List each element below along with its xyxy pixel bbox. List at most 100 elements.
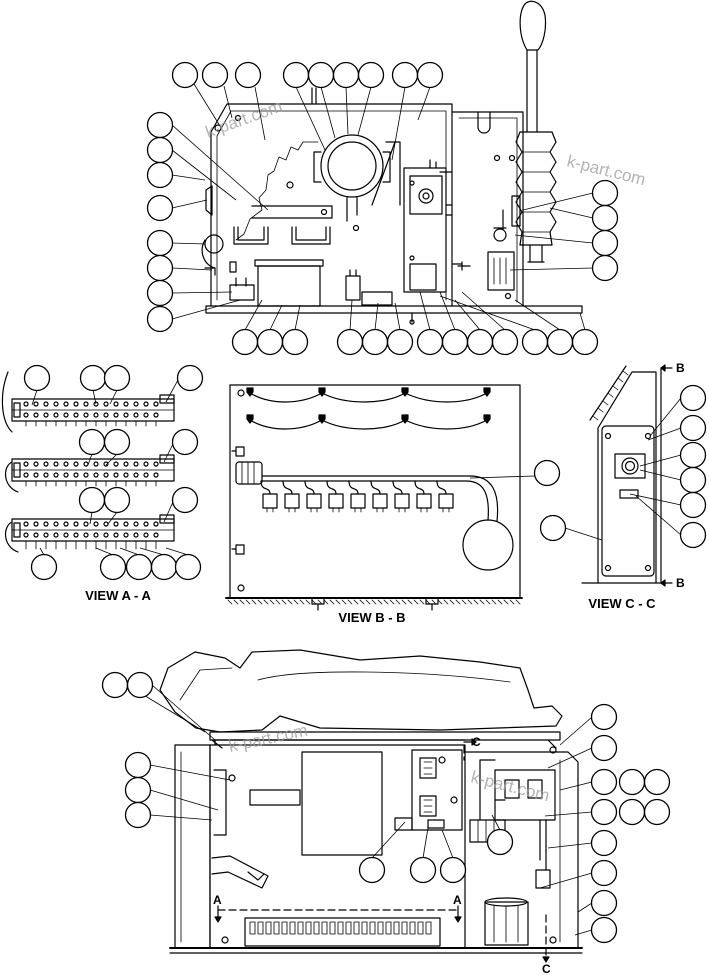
- bottom-assembly-drawing: [159, 649, 583, 963]
- callout-balloon: [124, 776, 152, 804]
- watermark-text: k-part.com: [203, 96, 285, 141]
- terminal-screw: [93, 472, 99, 478]
- callout-balloon: [171, 428, 199, 456]
- terminal-screw: [93, 401, 99, 407]
- callout-balloon: [491, 328, 519, 356]
- callout-balloon: [103, 364, 131, 392]
- terminal-screw: [43, 532, 49, 538]
- terminal-screw: [63, 472, 69, 478]
- callout-balloon: [281, 328, 309, 356]
- terminal-screw: [103, 472, 109, 478]
- terminal-screw: [93, 521, 99, 527]
- terminal-tooth: [377, 921, 384, 935]
- connector-pins: [332, 507, 340, 513]
- callout-balloon: [171, 486, 199, 514]
- callout-balloon: [146, 194, 174, 222]
- terminal-screw: [153, 521, 159, 527]
- terminal-screw: [53, 412, 59, 418]
- connector-wire: [282, 480, 293, 495]
- callout-balloon: [441, 328, 469, 356]
- callout-balloon: [231, 328, 259, 356]
- terminal-screw: [53, 521, 59, 527]
- terminal-dots: [23, 401, 159, 550]
- terminal-screw: [113, 401, 119, 407]
- callout-balloon: [23, 364, 51, 392]
- callout-balloon: [358, 856, 386, 884]
- view-a-drawing: [1, 371, 175, 553]
- terminal-strip: [11, 394, 175, 422]
- section-mark-a-right: A: [453, 893, 462, 907]
- callout-balloon: [439, 856, 467, 884]
- callout-balloon: [591, 229, 619, 257]
- panel-label-plate: [619, 489, 639, 499]
- right-cabinet: [451, 111, 524, 307]
- terminal-tooth: [281, 921, 288, 935]
- terminal-screw: [83, 532, 89, 538]
- view-a-label: VIEW A - A: [85, 588, 151, 603]
- connector-wire: [326, 480, 337, 495]
- callout-balloon: [357, 61, 385, 89]
- terminal-tooth: [417, 921, 424, 935]
- operator-seat: [159, 649, 563, 749]
- terminal-screw: [53, 461, 59, 467]
- connector-pins: [376, 507, 384, 513]
- connector-pins: [288, 507, 296, 513]
- terminal-strip: [5, 514, 175, 553]
- terminal-screw: [123, 461, 129, 467]
- callout-balloon: [125, 553, 153, 581]
- terminal-screw: [83, 472, 89, 478]
- harness-connector: [328, 493, 344, 509]
- callout-balloon: [332, 61, 360, 89]
- terminal-tooth: [321, 921, 328, 935]
- view-b-drawing: [225, 384, 523, 611]
- harness-connector: [372, 493, 388, 509]
- connector-pins: [420, 507, 428, 513]
- callout-balloon: [78, 428, 106, 456]
- terminal-tooth: [385, 921, 392, 935]
- panel-connector: [614, 453, 646, 479]
- callout-balloon: [282, 61, 310, 89]
- side-connectors: [231, 446, 263, 555]
- terminal-screw: [123, 412, 129, 418]
- callout-balloon: [386, 328, 414, 356]
- terminal-screw: [123, 532, 129, 538]
- terminal-tooth: [409, 921, 416, 935]
- terminal-screw: [153, 461, 159, 467]
- section-mark-b-bottom: B: [676, 576, 685, 590]
- harness-connector: [394, 493, 410, 509]
- callout-balloon: [307, 61, 335, 89]
- callout-balloon: [409, 856, 437, 884]
- bottom-transformer: [484, 897, 529, 946]
- harness-connector: [350, 493, 366, 509]
- terminal-screw: [113, 412, 119, 418]
- terminal-screw: [93, 412, 99, 418]
- callout-balloon: [256, 328, 284, 356]
- section-line-a: [214, 905, 462, 923]
- terminal-screw: [93, 532, 99, 538]
- terminal-screw: [83, 521, 89, 527]
- terminal-screw: [43, 461, 49, 467]
- callout-balloon: [590, 798, 618, 826]
- terminal-tooth: [289, 921, 296, 935]
- control-box: [169, 739, 583, 954]
- terminal-screw: [103, 532, 109, 538]
- connector-wire: [392, 480, 403, 495]
- harness-connector: [262, 493, 278, 509]
- callout-balloon: [590, 829, 618, 857]
- terminal-screw: [73, 472, 79, 478]
- terminal-screw: [133, 532, 139, 538]
- terminal-screw: [153, 472, 159, 478]
- callout-balloon: [591, 254, 619, 282]
- section-line-c: [463, 738, 550, 963]
- terminal-screw: [103, 412, 109, 418]
- callout-balloon: [679, 441, 707, 469]
- terminal-screw: [153, 412, 159, 418]
- terminal-tooth: [361, 921, 368, 935]
- terminal-screw: [43, 401, 49, 407]
- terminal-tooth: [329, 921, 336, 935]
- terminal-screw: [43, 412, 49, 418]
- terminal-strip: [5, 454, 175, 493]
- terminal-screw: [63, 521, 69, 527]
- terminal-screw: [53, 472, 59, 478]
